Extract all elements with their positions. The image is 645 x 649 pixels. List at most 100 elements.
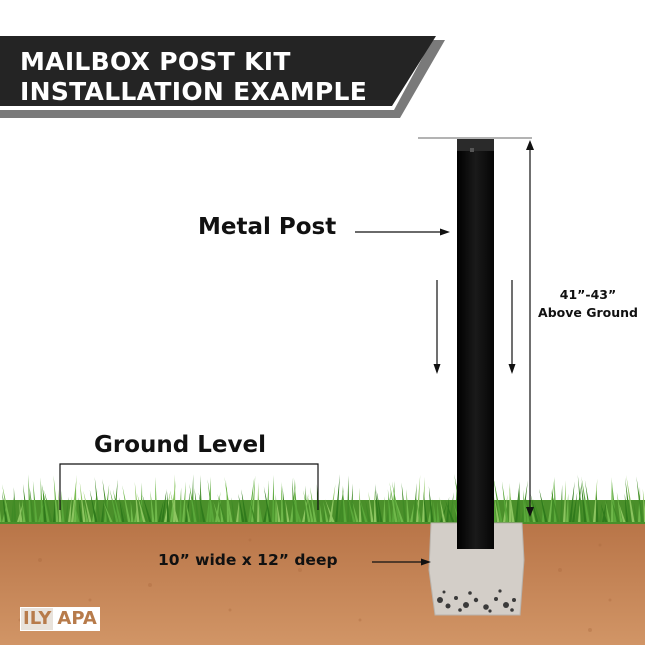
grass-blade bbox=[611, 476, 614, 522]
height-label: 41”-43” Above Ground bbox=[538, 286, 638, 322]
grass-blade bbox=[360, 499, 368, 522]
grass-blade bbox=[577, 474, 584, 522]
grass-blade bbox=[142, 494, 152, 522]
grass-blade bbox=[422, 476, 425, 522]
grass-blade bbox=[0, 510, 2, 522]
grass-blade bbox=[525, 499, 530, 522]
grass-blade bbox=[335, 474, 340, 522]
grass-blade bbox=[79, 481, 86, 522]
grass-blade bbox=[207, 479, 215, 522]
grass-blade bbox=[104, 484, 110, 522]
grass-blade bbox=[341, 494, 344, 522]
grass-blade bbox=[493, 475, 503, 522]
grass-blade bbox=[550, 489, 560, 522]
grass-blade bbox=[501, 481, 509, 522]
grass-blade bbox=[213, 501, 221, 522]
grass-blade bbox=[530, 493, 539, 522]
grass-blade bbox=[194, 488, 200, 522]
grass-blade bbox=[365, 500, 371, 522]
ground-level-label: Ground Level bbox=[94, 432, 266, 458]
metal-post-label: Metal Post bbox=[198, 214, 337, 240]
grass-blade bbox=[231, 497, 236, 522]
grass-blade bbox=[593, 478, 598, 522]
logo-part-2: APA bbox=[54, 607, 100, 631]
grass-blade bbox=[383, 496, 386, 522]
post-bolt bbox=[470, 148, 474, 152]
grass-blade bbox=[532, 498, 542, 522]
grass-blade bbox=[529, 498, 536, 522]
grass-blade bbox=[375, 483, 380, 522]
grass-blade bbox=[494, 496, 500, 522]
grass-blade bbox=[523, 489, 527, 522]
grass-blade bbox=[439, 496, 446, 522]
grass-blade bbox=[281, 481, 284, 522]
title-banner bbox=[0, 36, 445, 118]
grass-blade bbox=[416, 475, 421, 522]
grass-blade bbox=[445, 499, 455, 522]
grass-blade bbox=[329, 483, 336, 522]
grass-blade bbox=[596, 489, 599, 522]
grass-blade bbox=[217, 494, 227, 522]
grass-blade bbox=[303, 490, 311, 522]
above-ground-text: Above Ground bbox=[538, 305, 638, 320]
metal-post bbox=[457, 139, 494, 549]
grass-blade bbox=[137, 493, 146, 522]
grass-blade bbox=[352, 502, 359, 522]
grass-blade bbox=[206, 497, 210, 522]
grass-blade bbox=[428, 486, 434, 522]
grass-blade bbox=[509, 487, 515, 522]
banner-title-line-1: MAILBOX POST KIT bbox=[20, 47, 291, 76]
grass-blade bbox=[78, 497, 83, 522]
grass-blade bbox=[224, 476, 233, 522]
grass-blade bbox=[413, 482, 417, 522]
grass-blade bbox=[566, 493, 569, 522]
hole-size-label: 10” wide x 12” deep bbox=[158, 551, 338, 569]
grass-blade bbox=[102, 479, 110, 522]
ilyapa-logo: ILY APA bbox=[20, 607, 114, 631]
grass-blade bbox=[238, 493, 245, 522]
grass-blade bbox=[575, 482, 582, 522]
grass-blade bbox=[74, 503, 80, 522]
grass-blade bbox=[182, 481, 186, 522]
grass-blade bbox=[602, 499, 607, 522]
gravel bbox=[437, 589, 516, 613]
grass-blade bbox=[241, 489, 248, 522]
grass-blade bbox=[226, 481, 230, 522]
grass-blade bbox=[642, 488, 645, 522]
grass-blade bbox=[572, 492, 578, 522]
grass-blade bbox=[401, 482, 407, 522]
grass-blade bbox=[166, 491, 170, 522]
logo-part-1: ILY bbox=[20, 607, 55, 631]
grass-blade bbox=[368, 491, 374, 522]
grass-blade bbox=[120, 499, 128, 522]
grass-blade bbox=[130, 500, 134, 522]
grass-blade bbox=[563, 480, 566, 522]
grass-blade bbox=[325, 498, 335, 522]
grass-blade bbox=[170, 490, 179, 522]
grass-blade bbox=[21, 498, 26, 522]
grass-blade bbox=[239, 503, 242, 522]
grass-blade bbox=[189, 483, 197, 522]
grass-blade bbox=[611, 500, 620, 522]
grass-blade bbox=[263, 486, 272, 522]
grass-blade bbox=[119, 497, 125, 522]
grass-blade bbox=[600, 503, 608, 522]
grass-blade bbox=[40, 477, 44, 522]
grass-blade bbox=[292, 496, 302, 522]
grass-blade bbox=[359, 501, 365, 522]
banner-title-line-2: INSTALLATION EXAMPLE bbox=[20, 77, 368, 106]
grass-blade bbox=[19, 500, 23, 522]
banner-background bbox=[0, 36, 436, 106]
grass-blade bbox=[446, 496, 450, 522]
grass-blade bbox=[619, 503, 626, 522]
banner-stripe bbox=[0, 40, 445, 118]
grass-blade bbox=[139, 501, 149, 522]
grass-blade bbox=[44, 490, 53, 522]
grass-blade bbox=[61, 490, 65, 522]
grass-blade bbox=[578, 501, 581, 522]
grass-blade bbox=[440, 503, 447, 522]
grass-blade bbox=[198, 492, 206, 522]
grass-blade bbox=[581, 476, 590, 522]
